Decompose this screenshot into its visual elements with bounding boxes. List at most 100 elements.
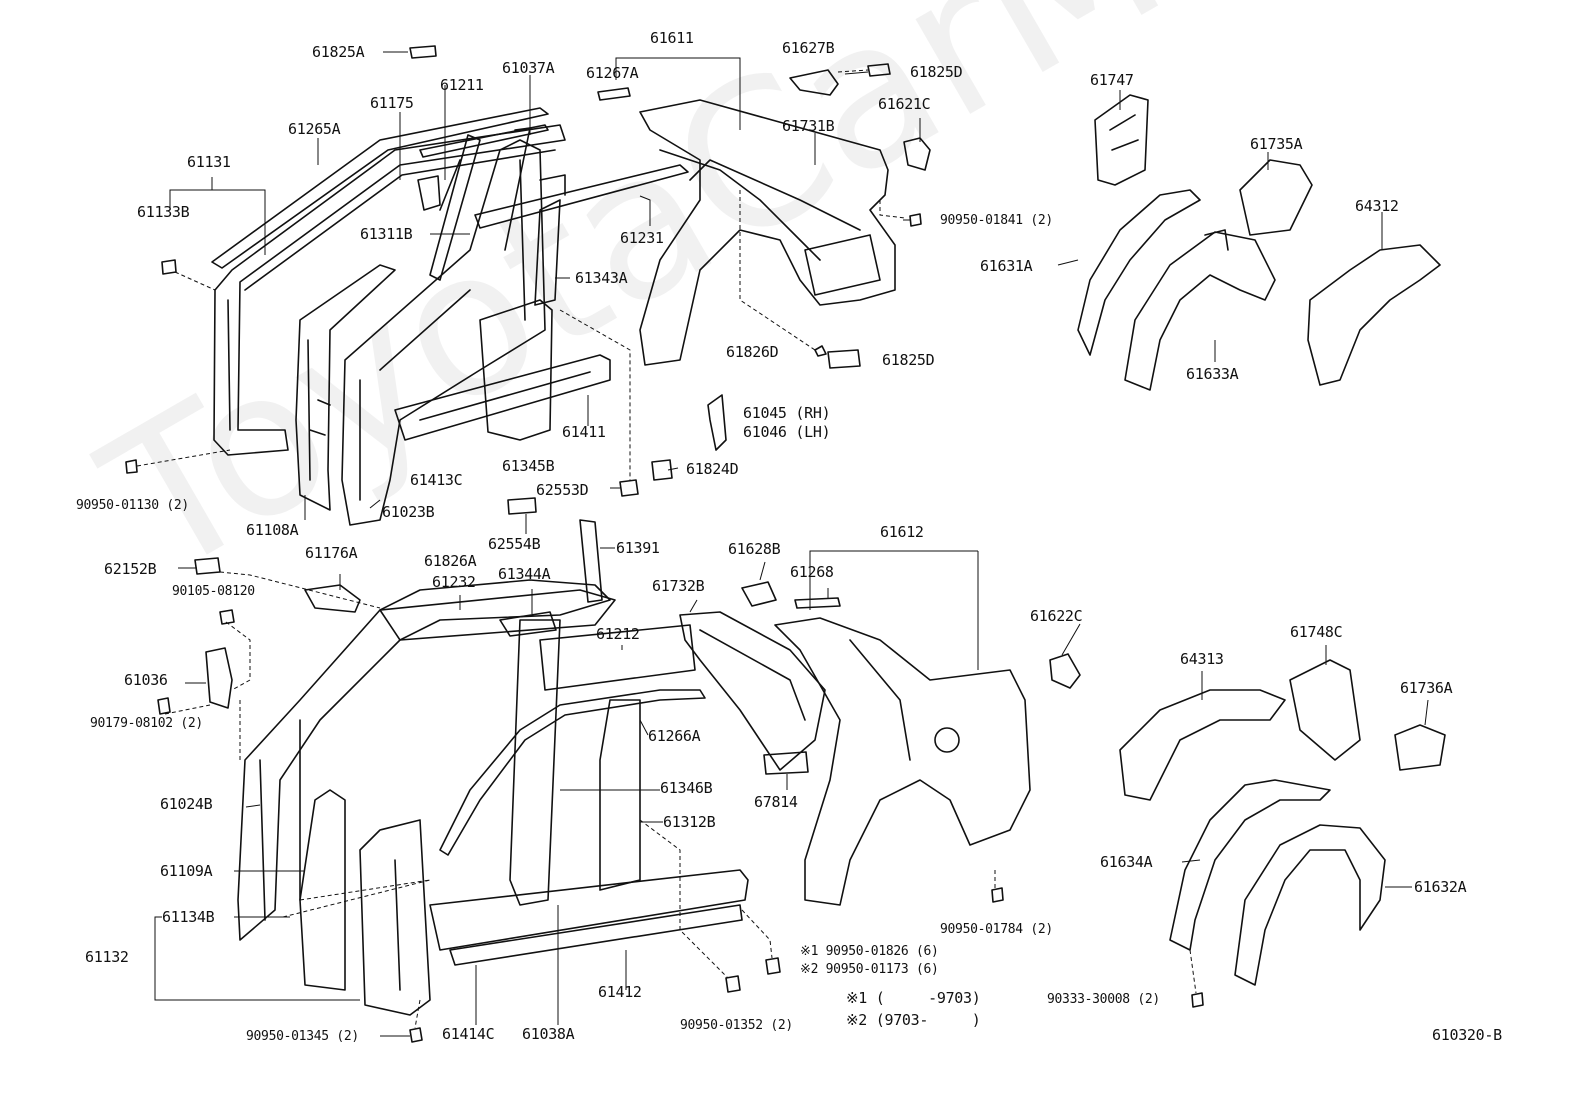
roof-rail-61265A [211, 107, 549, 269]
front-pillar-61131 [213, 124, 566, 456]
bracket-61344A [499, 611, 557, 637]
label-64312: 64312 [1355, 197, 1399, 215]
plug-61133B [161, 259, 177, 275]
label-90950-01352: 90950-01352 (2) [680, 1018, 793, 1033]
block-67814 [763, 751, 809, 775]
label-61825A: 61825A [312, 43, 365, 61]
strip-61268 [794, 597, 841, 609]
clip-90950-01841 [909, 213, 922, 227]
label-61109A: 61109A [160, 862, 213, 880]
label-61345B: 61345B [502, 457, 555, 475]
label-61232: 61232 [432, 573, 476, 591]
label-61212: 61212 [596, 625, 640, 643]
label-61732B: 61732B [652, 577, 705, 595]
label-61826D: 61826D [726, 343, 779, 361]
label-61045: 61045 (RH) [743, 404, 831, 422]
label-90950-01784: 90950-01784 (2) [940, 922, 1053, 937]
clip-90950-01826 [765, 957, 781, 975]
label-64313: 64313 [1180, 650, 1224, 668]
label-61023B: 61023B [382, 503, 435, 521]
label-61046: 61046 (LH) [743, 423, 831, 441]
clip-61826D [814, 345, 827, 357]
bracket-61621C [903, 137, 931, 171]
a-pillar-outer-61266A [439, 689, 706, 856]
label-61621C: 61621C [878, 95, 931, 113]
label-61747: 61747 [1090, 71, 1134, 89]
label-61632A: 61632A [1414, 878, 1467, 896]
bracket-61036 [205, 647, 233, 709]
label-61265A: 61265A [288, 120, 341, 138]
bracket-61045 [707, 394, 727, 451]
nut-90179 [157, 697, 171, 715]
bracket-61627B [789, 69, 839, 96]
reinforcement-61748C [1289, 659, 1361, 761]
label-61344A: 61344A [498, 565, 551, 583]
clip-90950-01352 [725, 975, 741, 993]
label-61633A: 61633A [1186, 365, 1239, 383]
label-61131: 61131 [187, 153, 231, 171]
bracket-61175 [417, 175, 441, 211]
label-61211: 61211 [440, 76, 484, 94]
wheel-house-inner-61632A [1234, 824, 1386, 986]
label-61825D-top: 61825D [910, 63, 963, 81]
clip-90950-01130 [125, 459, 138, 474]
label-61391: 61391 [616, 539, 660, 557]
label-61735A: 61735A [1250, 135, 1303, 153]
wheel-house-inner-61633A [1124, 231, 1276, 391]
label-61176A: 61176A [305, 544, 358, 562]
rocker-outer-61412 [429, 869, 749, 951]
bracket-61628B [741, 581, 777, 607]
label-61037A: 61037A [502, 59, 555, 77]
rail-61232 [379, 589, 616, 641]
roof-cross-61231 [474, 164, 689, 229]
label-61343A: 61343A [575, 269, 628, 287]
label-62152B: 62152B [104, 560, 157, 578]
label-61312B: 61312B [663, 813, 716, 831]
label-61267A: 61267A [586, 64, 639, 82]
label-61736A: 61736A [1400, 679, 1453, 697]
bracket-61736A [1394, 724, 1446, 771]
label-61612: 61612 [880, 523, 924, 541]
clip-61825A [409, 45, 437, 59]
label-61824D: 61824D [686, 460, 739, 478]
label-61411: 61411 [562, 423, 606, 441]
pillar-61346B [599, 699, 641, 891]
label-61825D-mid: 61825D [882, 351, 935, 369]
label-90950-01841: 90950-01841 (2) [940, 213, 1053, 228]
label-61622C: 61622C [1030, 607, 1083, 625]
clip-62553D [619, 479, 639, 497]
label-67814: 67814 [754, 793, 798, 811]
clip-90950-01345 [409, 1027, 423, 1043]
pillar-61343A [534, 199, 561, 306]
label-note-2: ※2 (9703- ) [846, 1011, 981, 1029]
diagram-code: 610320-B [1432, 1026, 1502, 1044]
panel-64312 [1307, 244, 1441, 386]
label-61024B: 61024B [160, 795, 213, 813]
bracket-61622C [1049, 653, 1081, 689]
label-61634A: 61634A [1100, 853, 1153, 871]
label-90950-01345: 90950-01345 (2) [246, 1029, 359, 1044]
label-61748C: 61748C [1290, 623, 1343, 641]
clip-90950-01784 [991, 887, 1004, 903]
label-61036: 61036 [124, 671, 168, 689]
label-61268: 61268 [790, 563, 834, 581]
clip-61825D [867, 63, 891, 77]
label-61412: 61412 [598, 983, 642, 1001]
label-90950-01173: ※2 90950-01173 (6) [800, 962, 939, 977]
label-61038A: 61038A [522, 1025, 575, 1043]
reinforcement-61747 [1094, 94, 1149, 186]
label-90179-08102: 90179-08102 (2) [90, 716, 203, 731]
label-61346B: 61346B [660, 779, 713, 797]
pillar-61109A [299, 789, 346, 991]
label-62553D: 62553D [536, 481, 589, 499]
body-side-61132 [359, 819, 431, 1016]
label-61413C: 61413C [410, 471, 463, 489]
label-90333-30008: 90333-30008 (2) [1047, 992, 1160, 1007]
bracket-61176A [304, 584, 361, 613]
bolt-90105 [219, 609, 235, 625]
strip-61391 [579, 519, 603, 603]
pillar-61108A [295, 264, 396, 511]
wheel-house-outer-61634A [1169, 779, 1331, 951]
clip-61825D-2 [827, 349, 861, 369]
